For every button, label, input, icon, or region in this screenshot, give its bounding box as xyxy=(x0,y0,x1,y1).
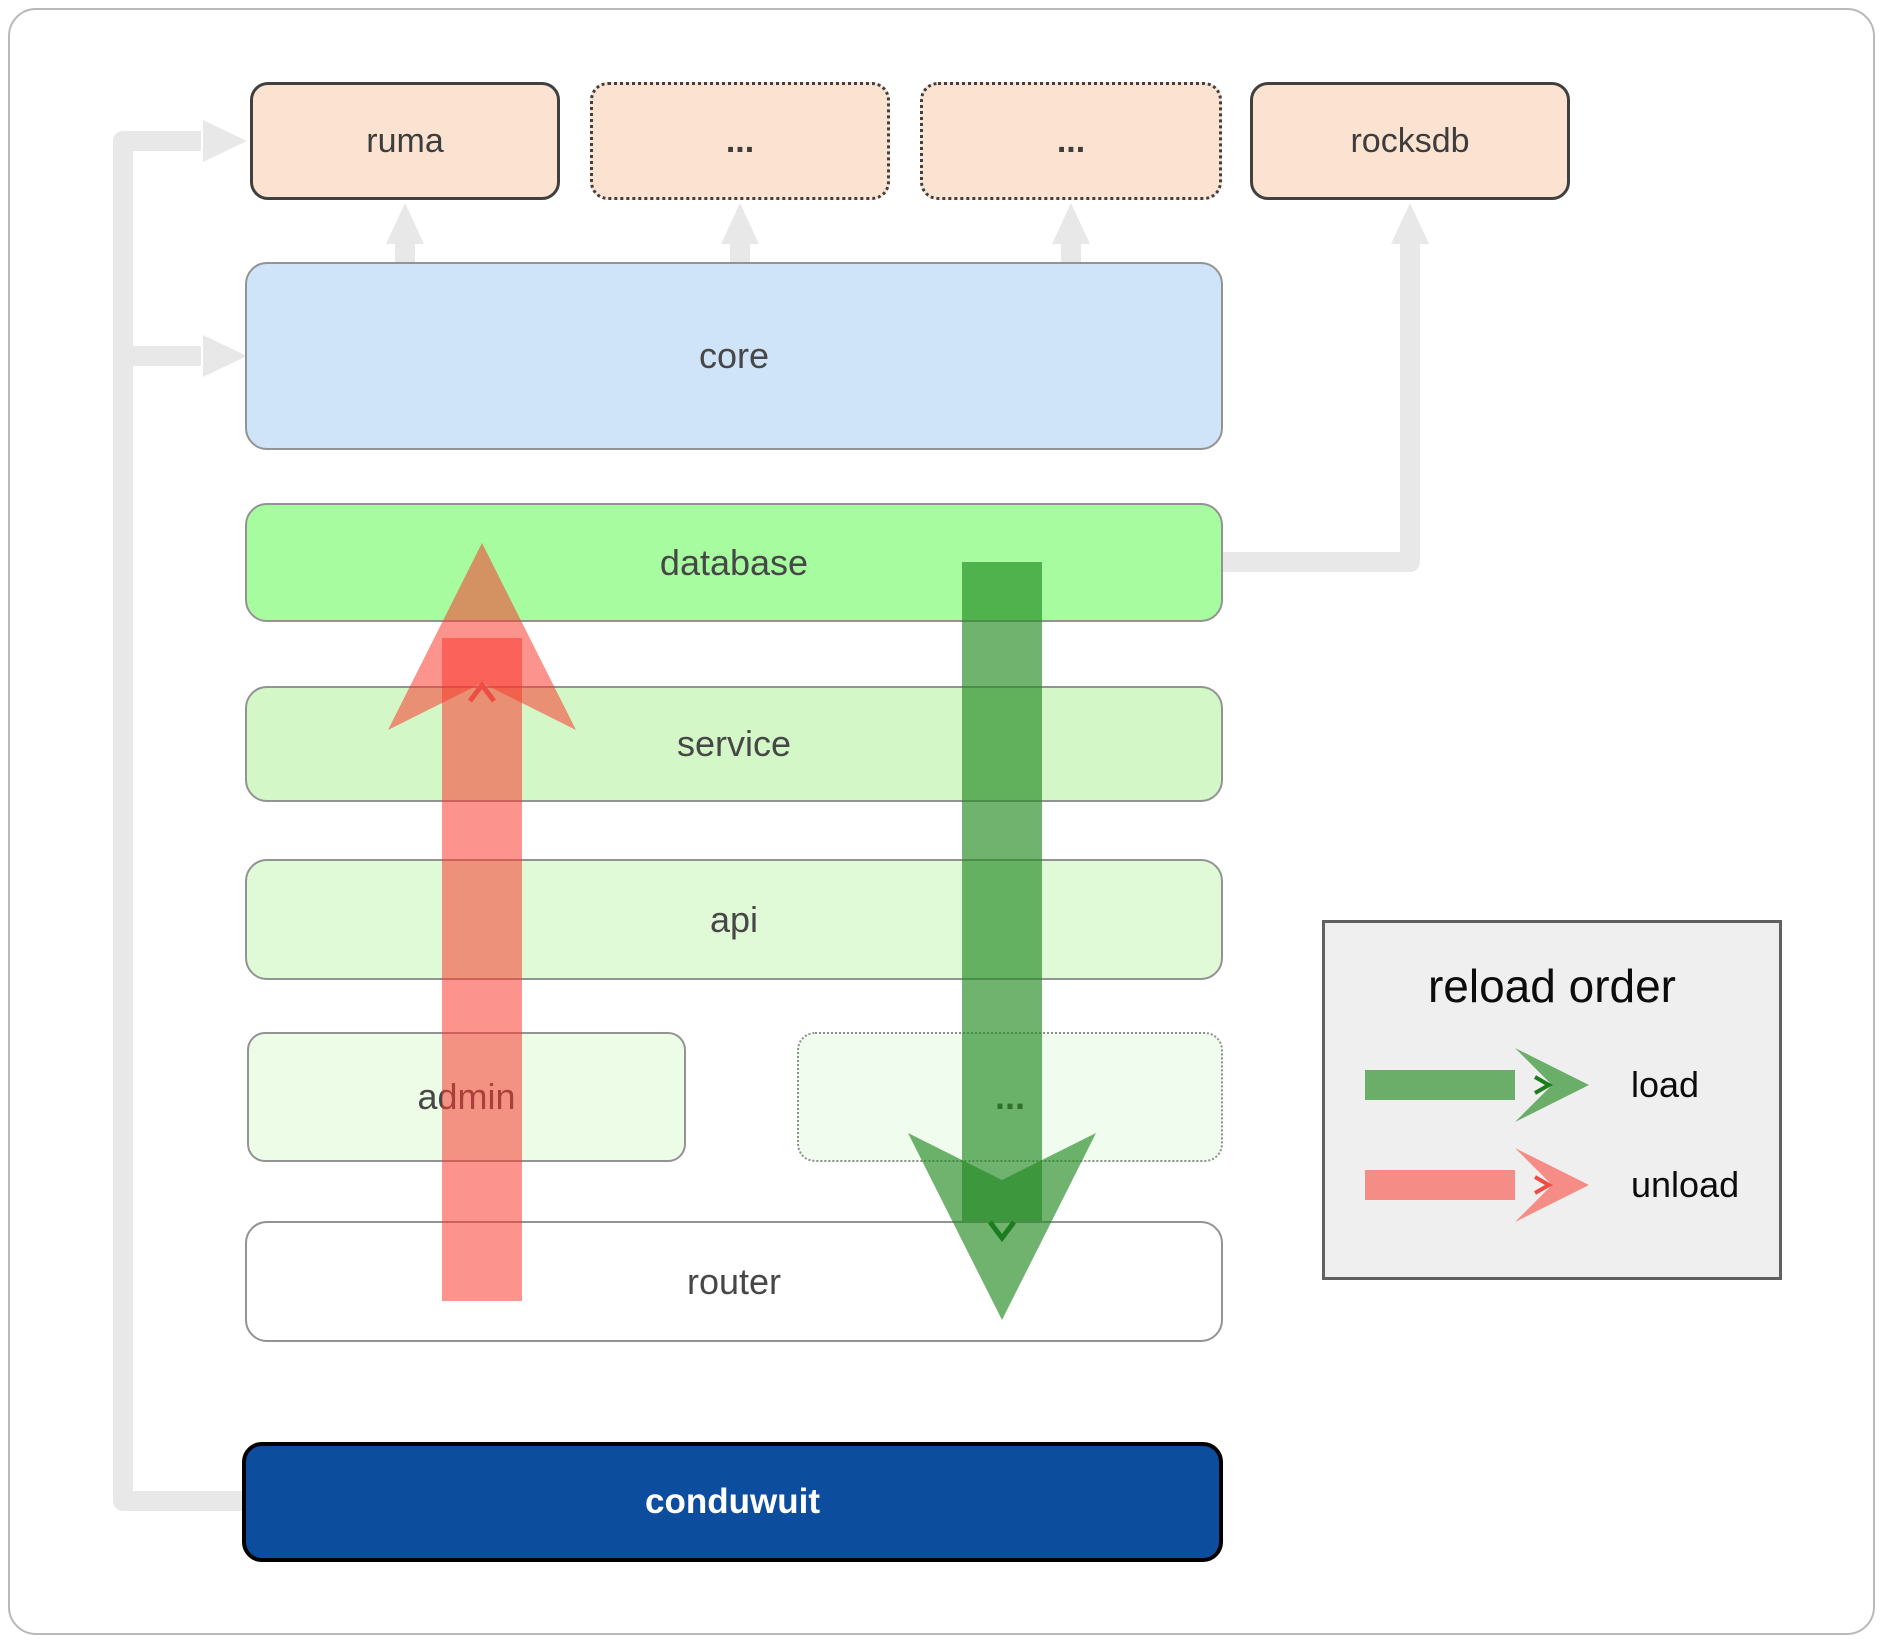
box-external-more-1: ... xyxy=(590,82,890,200)
box-admin-more-label: ... xyxy=(994,1076,1025,1117)
unload-arrow-icon xyxy=(1365,1148,1589,1222)
legend: reload order load unload xyxy=(1322,920,1782,1280)
legend-item-load: load xyxy=(1363,1045,1763,1125)
box-service: service xyxy=(245,686,1223,802)
box-rocksdb: rocksdb xyxy=(1250,82,1570,200)
box-external-more-2: ... xyxy=(920,82,1222,200)
box-admin: admin xyxy=(247,1032,686,1162)
box-api-label: api xyxy=(709,898,759,940)
legend-item-unload: unload xyxy=(1363,1145,1763,1225)
box-ruma-label: ruma xyxy=(366,121,444,160)
box-database: database xyxy=(245,503,1223,622)
legend-load-label: load xyxy=(1631,1064,1700,1105)
box-core: core xyxy=(245,262,1223,450)
box-admin-label: admin xyxy=(417,1076,516,1117)
box-service-label: service xyxy=(676,723,792,764)
box-conduwuit: conduwuit xyxy=(242,1442,1223,1562)
load-arrow-icon xyxy=(1365,1048,1589,1122)
box-admin-more: ... xyxy=(797,1032,1223,1162)
box-external-more-1-label: ... xyxy=(725,121,755,160)
legend-unload-label: unload xyxy=(1631,1164,1740,1205)
box-ruma: ruma xyxy=(250,82,560,200)
box-core-label: core xyxy=(698,335,770,376)
box-rocksdb-label: rocksdb xyxy=(1350,121,1470,160)
legend-title: reload order xyxy=(1427,960,1677,1012)
box-external-more-2-label: ... xyxy=(1056,121,1086,160)
box-conduwuit-label: conduwuit xyxy=(645,1482,820,1521)
outer-frame xyxy=(8,8,1875,1635)
box-router-label: router xyxy=(686,1260,782,1302)
box-database-label: database xyxy=(659,541,809,583)
box-api: api xyxy=(245,859,1223,980)
box-router: router xyxy=(245,1221,1223,1342)
